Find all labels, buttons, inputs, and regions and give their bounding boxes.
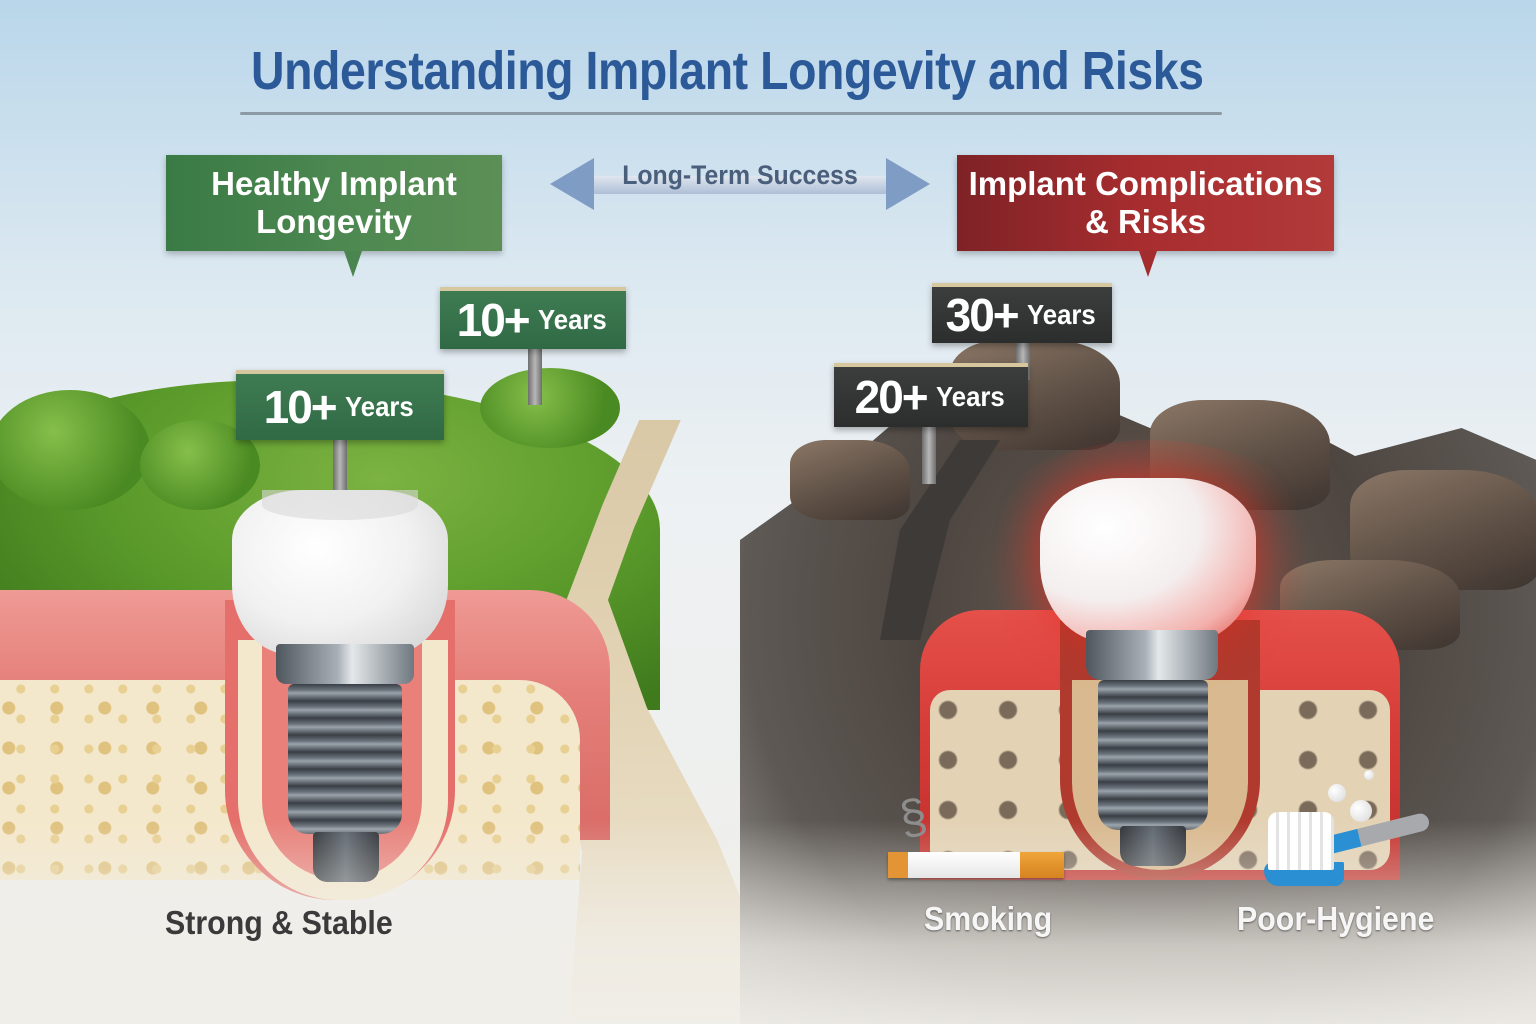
callout-line: & Risks <box>1084 203 1207 240</box>
callout-tail <box>344 251 362 277</box>
sign-post <box>922 424 936 484</box>
sign-unit: Years <box>537 304 607 335</box>
caption-smoking: Smoking <box>924 900 1053 937</box>
abutment <box>276 644 414 684</box>
milestone-sign: 30+ Years <box>932 283 1112 343</box>
arrow-label: Long-Term Success <box>622 160 858 190</box>
bush-icon <box>480 368 620 448</box>
rock-icon <box>790 440 910 520</box>
complications-risks-callout: Implant Complications & Risks <box>957 155 1334 277</box>
sign-unit: Years <box>344 391 414 422</box>
milestone-sign: 10+ Years <box>440 287 626 349</box>
sign-unit: Years <box>935 381 1005 412</box>
healthy-crown <box>232 490 448 655</box>
callout-tail <box>1139 251 1157 277</box>
implant-screw <box>288 684 402 834</box>
foam-bubble <box>1350 800 1372 822</box>
milestone-sign: 10+ Years <box>236 370 444 440</box>
foam-bubble <box>1328 784 1346 802</box>
callout-line: Healthy Implant <box>211 165 457 202</box>
long-term-success-arrow: Long-Term Success <box>550 158 930 210</box>
callout-line: Longevity <box>256 203 412 240</box>
sign-unit: Years <box>1026 299 1096 330</box>
caption-strong-stable: Strong & Stable <box>165 904 393 941</box>
healthy-longevity-callout: Healthy Implant Longevity <box>166 155 502 277</box>
toothbrush-bristles <box>1268 812 1334 870</box>
arrow-left-icon <box>550 158 594 210</box>
page-title: Understanding Implant Longevity and Risk… <box>251 41 1204 101</box>
sign-number: 20+ <box>854 371 929 423</box>
caption-poor-hygiene: Poor-Hygiene <box>1237 900 1435 937</box>
inflamed-implant-icon <box>0 0 1 1</box>
sign-post <box>528 345 542 405</box>
sign-number: 10+ <box>263 381 338 433</box>
abutment <box>1086 630 1218 680</box>
arrow-shaft <box>590 176 890 194</box>
sign-number: 10+ <box>456 294 531 346</box>
sign-post <box>333 436 347 496</box>
title-divider <box>240 112 1222 115</box>
milestone-sign: 20+ Years <box>834 363 1028 427</box>
inflamed-crown <box>1040 478 1256 643</box>
arrow-right-icon <box>886 158 930 210</box>
sign-number: 30+ <box>945 289 1020 341</box>
foam-bubble <box>1364 770 1374 780</box>
cigarette-icon <box>888 852 1064 878</box>
callout-line: Implant Complications <box>968 165 1323 202</box>
implant-screw <box>1098 680 1208 830</box>
bush-icon <box>0 390 150 510</box>
